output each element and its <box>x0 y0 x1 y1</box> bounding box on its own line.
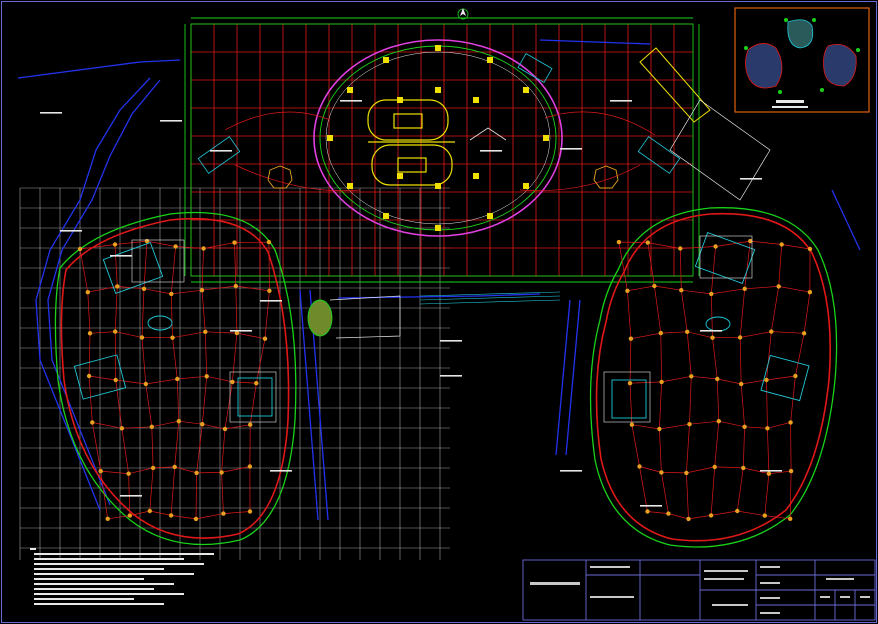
title-block <box>522 559 876 621</box>
background-grid <box>19 187 450 560</box>
top-hall-plan <box>184 17 700 283</box>
inset-key-plan <box>734 7 870 113</box>
notes-block <box>30 548 214 605</box>
connector-bridge <box>307 291 561 339</box>
north-arrow-icon <box>457 8 469 20</box>
right-pod-plan <box>589 207 838 548</box>
left-pod-plan <box>54 211 297 546</box>
hall-core <box>367 99 455 186</box>
main-hall-outline <box>313 39 563 237</box>
